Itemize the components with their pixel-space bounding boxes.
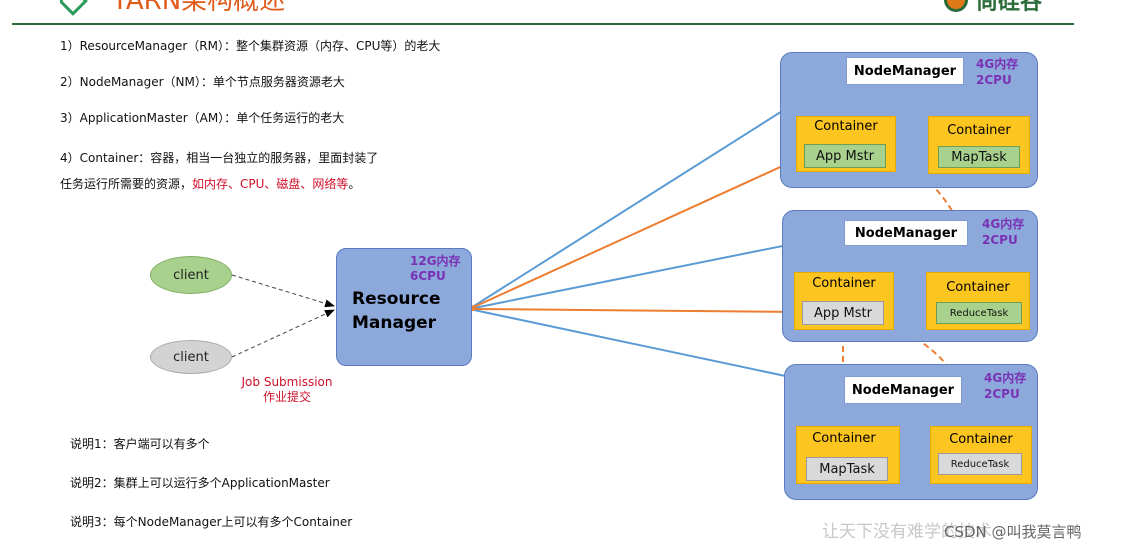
note-2: 说明2：集群上可以运行多个ApplicationMaster (70, 476, 330, 490)
rm-title-line2: Manager (352, 313, 437, 333)
node-2-container-2-label: Container (946, 280, 1010, 295)
note-3: 说明3：每个NodeManager上可以有多个Container (70, 515, 353, 529)
rm-to-nm3-arrow (473, 309, 844, 393)
node-1-container-2-label: Container (947, 123, 1011, 138)
node-2-manager: NodeManager (844, 220, 968, 246)
desc-container: 4）Container：容器，相当一台独立的服务器，里面封装了 (60, 151, 379, 165)
client-a-link (231, 274, 335, 308)
resource-manager-box (336, 248, 472, 366)
csdn-watermark: CSDN @叫我莫言鸭 (944, 523, 1082, 541)
node-1-resources: 4G内存 2CPU (976, 56, 1018, 88)
node-3-maptask: MapTask (806, 457, 888, 481)
node-3-manager: NodeManager (844, 376, 962, 404)
node-2-container-1-label: Container (812, 276, 876, 291)
node-2-resources: 4G内存 2CPU (982, 216, 1024, 248)
node-1-memory: 4G内存 (976, 57, 1019, 71)
node-1-container-1-label: Container (814, 119, 878, 134)
brand-name: 尚硅谷 (976, 0, 1043, 15)
rm-memory: 12G内存 (410, 254, 461, 268)
desc-resources-prefix: 任务运行所需要的资源， (60, 177, 193, 191)
note-1: 说明1：客户端可以有多个 (70, 437, 210, 451)
desc-rm: 1）ResourceManager（RM）：整个集群资源（内存、CPU等）的老大 (60, 39, 441, 53)
rm-title: Resource Manager (352, 287, 441, 335)
client-node-2: client (150, 340, 232, 374)
node-3-container-1-label: Container (812, 431, 876, 446)
node-3-cpu: 2CPU (984, 387, 1020, 401)
node-2-reducetask: ReduceTask (936, 302, 1022, 324)
header-divider (12, 23, 1074, 25)
node-3-memory: 4G内存 (984, 371, 1027, 385)
desc-resources-highlight: 如内存、CPU、磁盘、网络等 (192, 177, 349, 191)
job-submission-en: Job Submission (241, 375, 333, 389)
rm-resources: 12G内存 6CPU (410, 254, 461, 284)
job-submission-label: Job Submission 作业提交 (232, 375, 342, 405)
client-b-link (231, 309, 335, 358)
node-3-container-2-label: Container (949, 432, 1013, 447)
node-2-app-mstr: App Mstr (802, 301, 884, 325)
node-2-cpu: 2CPU (982, 233, 1018, 247)
rm-cpu: 6CPU (410, 269, 446, 283)
desc-nm: 2）NodeManager（NM）：单个节点服务器资源老大 (60, 75, 345, 89)
node-1-maptask: MapTask (938, 146, 1020, 168)
title-logo-icon (58, 0, 94, 16)
node-3-reducetask: ReduceTask (938, 453, 1022, 475)
desc-am: 3）ApplicationMaster（AM）：单个任务运行的老大 (60, 111, 345, 125)
client-node-1: client (150, 256, 232, 294)
node-2-memory: 4G内存 (982, 217, 1025, 231)
desc-resources-suffix: 。 (348, 177, 361, 191)
rm-title-line1: Resource (352, 289, 441, 309)
rm-appmstr1-arrow (456, 157, 802, 321)
node-1-manager: NodeManager (846, 57, 964, 85)
page-title: YARN架构概述 (112, 0, 286, 16)
job-submission-zh: 作业提交 (262, 390, 311, 404)
node-3-resources: 4G内存 2CPU (984, 370, 1026, 402)
node-1-app-mstr: App Mstr (804, 144, 886, 168)
desc-container-resources: 任务运行所需要的资源，如内存、CPU、磁盘、网络等。 (60, 176, 360, 192)
node-1-cpu: 2CPU (976, 73, 1012, 87)
rm-appmstr2-arrow (457, 300, 802, 320)
slogan-watermark: 让天下没有难学的技术 (822, 522, 992, 542)
